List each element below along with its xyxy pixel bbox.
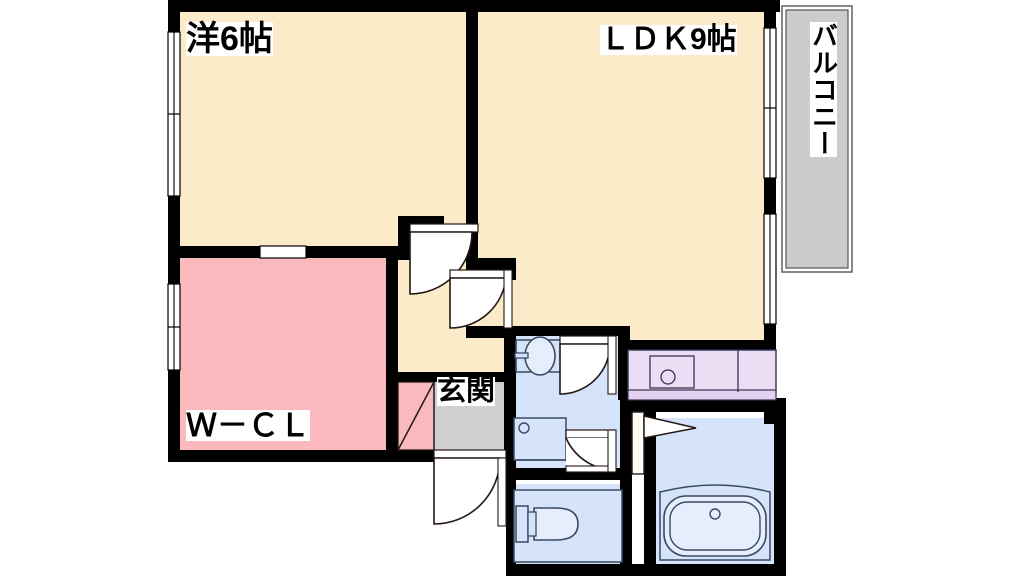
wall-ldk-right-b xyxy=(764,178,776,214)
swing-door-ldk[interactable] xyxy=(449,269,513,329)
wall-washroom-right xyxy=(620,400,632,480)
wall-bedroom-ldk-partition xyxy=(466,0,478,258)
wall-left-lower-a xyxy=(168,258,180,284)
wall-left-lower-b xyxy=(168,370,180,462)
washbasin-faucet xyxy=(514,352,529,359)
wall-ldk-bottom-kitchen xyxy=(628,340,776,350)
room-label-ldk: ＬＤＫ9帖 xyxy=(600,23,737,56)
wall-right-bath xyxy=(774,398,786,576)
washer-drain xyxy=(518,422,530,434)
wall-bottom-closet xyxy=(168,450,506,462)
toilet-tank xyxy=(515,505,529,543)
window-west-bedroom xyxy=(167,31,181,197)
sliding-glass-door-upper[interactable] xyxy=(763,27,777,179)
wall-bedroom-bottom-a xyxy=(168,246,260,258)
balcony-outline-inner xyxy=(785,9,849,269)
wall-ldk-bottom-mid xyxy=(618,330,630,400)
wall-ldk-bottom-left xyxy=(466,326,516,338)
bathtub-drain xyxy=(709,508,721,520)
wall-sanitary-left xyxy=(506,326,516,576)
wall-bath-left xyxy=(644,404,656,576)
kitchen-sink-basin xyxy=(649,355,695,389)
room-fill-ldk xyxy=(478,8,776,340)
toilet-seat-gap xyxy=(527,511,537,537)
balcony-outline xyxy=(781,5,853,273)
wall-closet-right-b xyxy=(386,380,398,450)
room-label-genkan: 玄関 xyxy=(437,375,496,407)
wall-hallway-right-b xyxy=(466,258,516,270)
swing-door-washroom[interactable] xyxy=(559,335,617,395)
wall-bath-top xyxy=(632,400,786,412)
washbasin-bowl xyxy=(524,336,556,376)
wall-left-upper-a xyxy=(168,0,180,32)
window-west-closet xyxy=(167,283,181,371)
washing-machine-pan xyxy=(513,417,567,461)
folding-door-bath[interactable] xyxy=(631,411,697,475)
bathtub-inner xyxy=(669,501,761,551)
room-label-walk-in-closet: Ｗ－ＣＬ xyxy=(186,408,310,443)
wall-ldk-right-a xyxy=(764,0,776,28)
opening-bedroom-bottom xyxy=(259,245,307,259)
wall-toilet-right xyxy=(620,480,632,576)
wall-sanitary-top xyxy=(506,326,630,336)
swing-door-toilet[interactable] xyxy=(565,429,617,473)
toilet-bowl xyxy=(533,507,579,541)
entry-front-door[interactable] xyxy=(433,449,507,527)
shoe-cabinet xyxy=(397,381,435,451)
wall-closet-right xyxy=(386,258,398,380)
sliding-glass-door-lower[interactable] xyxy=(763,213,777,325)
kitchen-sink-drain xyxy=(660,369,676,385)
wall-left-upper-b xyxy=(168,196,180,258)
room-label-balcony: バルコニー xyxy=(808,22,839,157)
room-label-bedroom: 洋6帖 xyxy=(186,20,273,58)
toilet xyxy=(513,489,623,563)
bathtub xyxy=(659,484,771,561)
kitchen-sink-counter xyxy=(627,349,777,401)
